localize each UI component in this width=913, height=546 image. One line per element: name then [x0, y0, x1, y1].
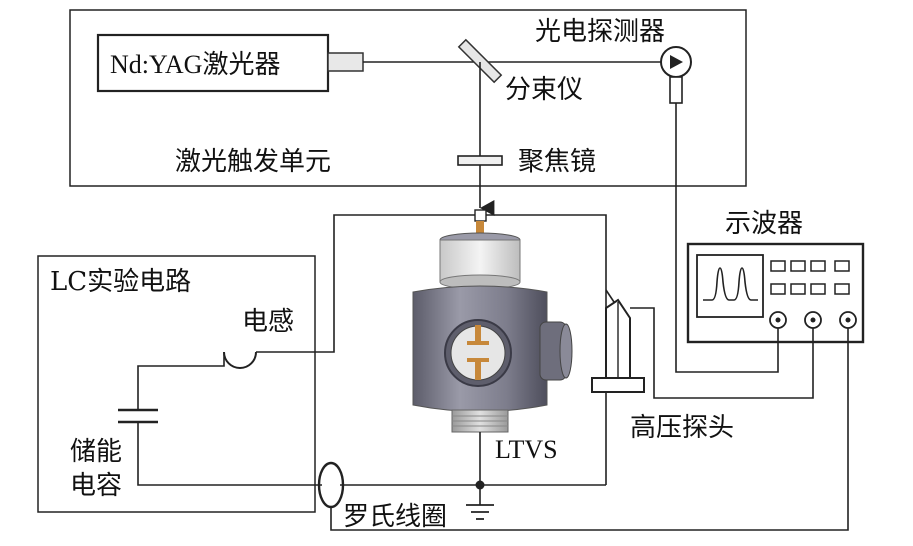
laser-label: Nd:YAG激光器	[110, 50, 280, 79]
focusing-lens-label: 聚焦镜	[518, 147, 596, 177]
laser	[96, 33, 364, 93]
capacitor-label-2: 电容	[70, 471, 122, 501]
photodetector-label: 光电探测器	[535, 17, 665, 47]
lc-circuit-label: LC实验电路	[50, 267, 191, 297]
ground-icon	[466, 485, 494, 520]
hv-probe-icon	[591, 289, 645, 393]
focusing-lens-icon	[457, 155, 503, 166]
beam-splitter-icon	[457, 38, 503, 84]
device-top-wire	[486, 214, 607, 485]
rogowski-to-scope-wire	[330, 328, 849, 531]
laser-trigger-unit-box	[69, 9, 747, 187]
capacitor-label-1: 储能	[70, 437, 122, 467]
laser-trigger-unit-label: 激光触发单元	[175, 147, 331, 177]
probe-to-scope-wire	[630, 307, 814, 399]
photodetector-icon	[660, 46, 692, 104]
photodetector-to-scope-wire	[675, 103, 779, 373]
beam-splitter-label: 分束仪	[505, 75, 583, 105]
oscilloscope-label: 示波器	[725, 209, 803, 239]
inductor-label: 电感	[242, 307, 294, 337]
oscilloscope	[686, 242, 865, 344]
hv-probe-label: 高压探头	[630, 413, 734, 443]
lc-wiring	[118, 214, 475, 486]
inductor-icon	[223, 351, 257, 369]
ltvs-device	[412, 209, 573, 433]
oscilloscope-screen	[696, 254, 764, 318]
ltvs-label: LTVS	[495, 435, 558, 464]
rogowski-coil-icon	[317, 461, 345, 509]
oscilloscope-waveform	[703, 267, 758, 301]
lc-circuit-box	[37, 255, 316, 513]
rogowski-coil-label: 罗氏线圈	[343, 502, 447, 532]
